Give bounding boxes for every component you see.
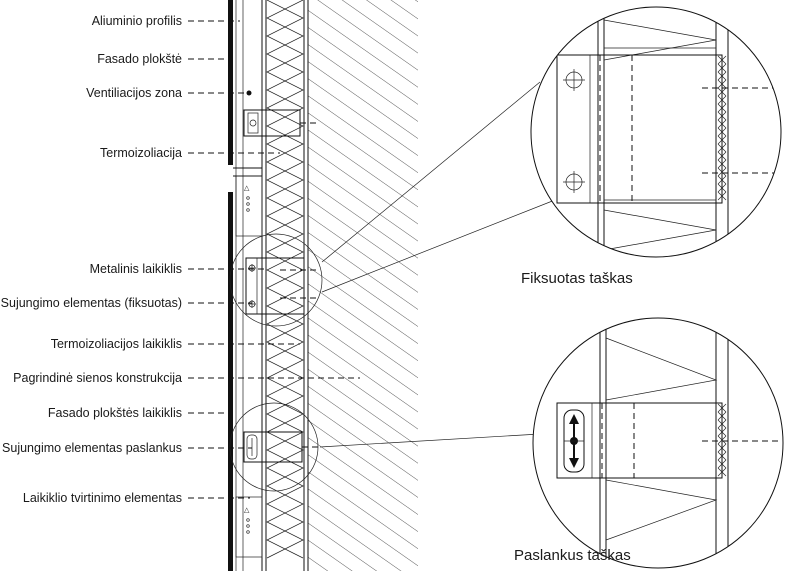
sliding-point-caption: Paslankus taškas [514, 547, 631, 564]
facade-panel-top [228, 0, 233, 165]
sliding-point-detail: Paslankus taškas [514, 317, 784, 569]
fixed-point-marker [229, 233, 323, 327]
wall-structure [308, 0, 418, 571]
label-aluminium-profile: Aliuminio profilis [92, 14, 182, 28]
facade-panel-bottom [228, 192, 233, 571]
leader-lines [188, 20, 360, 499]
label-sliding-connector: Sujungimo elementas paslankus [2, 441, 182, 455]
fixed-point-detail: Fiksuotas taškas [521, 6, 782, 287]
svg-text:△: △ [244, 185, 250, 192]
label-ventilation-zone: Ventiliacijos zona [86, 86, 182, 100]
label-insulation: Termoizoliacija [100, 146, 182, 160]
label-insulation-holder: Termoizoliacijos laikiklis [51, 337, 182, 351]
profile-symbols: △ △ [244, 185, 250, 534]
label-fixed-connector: Sujungimo elementas (fiksuotas) [1, 296, 182, 310]
svg-text:△: △ [244, 507, 250, 514]
insulation-zigzag [266, 0, 304, 559]
label-main-wall: Pagrindinė sienos konstrukcija [13, 371, 182, 385]
fixed-point-caption: Fiksuotas taškas [521, 270, 633, 287]
label-facade-panel: Fasado plokštė [97, 52, 182, 66]
label-metal-bracket: Metalinis laikiklis [90, 262, 182, 276]
label-panel-holder: Fasado plokštės laikiklis [48, 406, 182, 420]
label-bracket-fastener: Laikiklio tvirtinimo elementas [23, 491, 182, 505]
label-list: Aliuminio profilis Fasado plokštė Ventil… [1, 14, 182, 505]
